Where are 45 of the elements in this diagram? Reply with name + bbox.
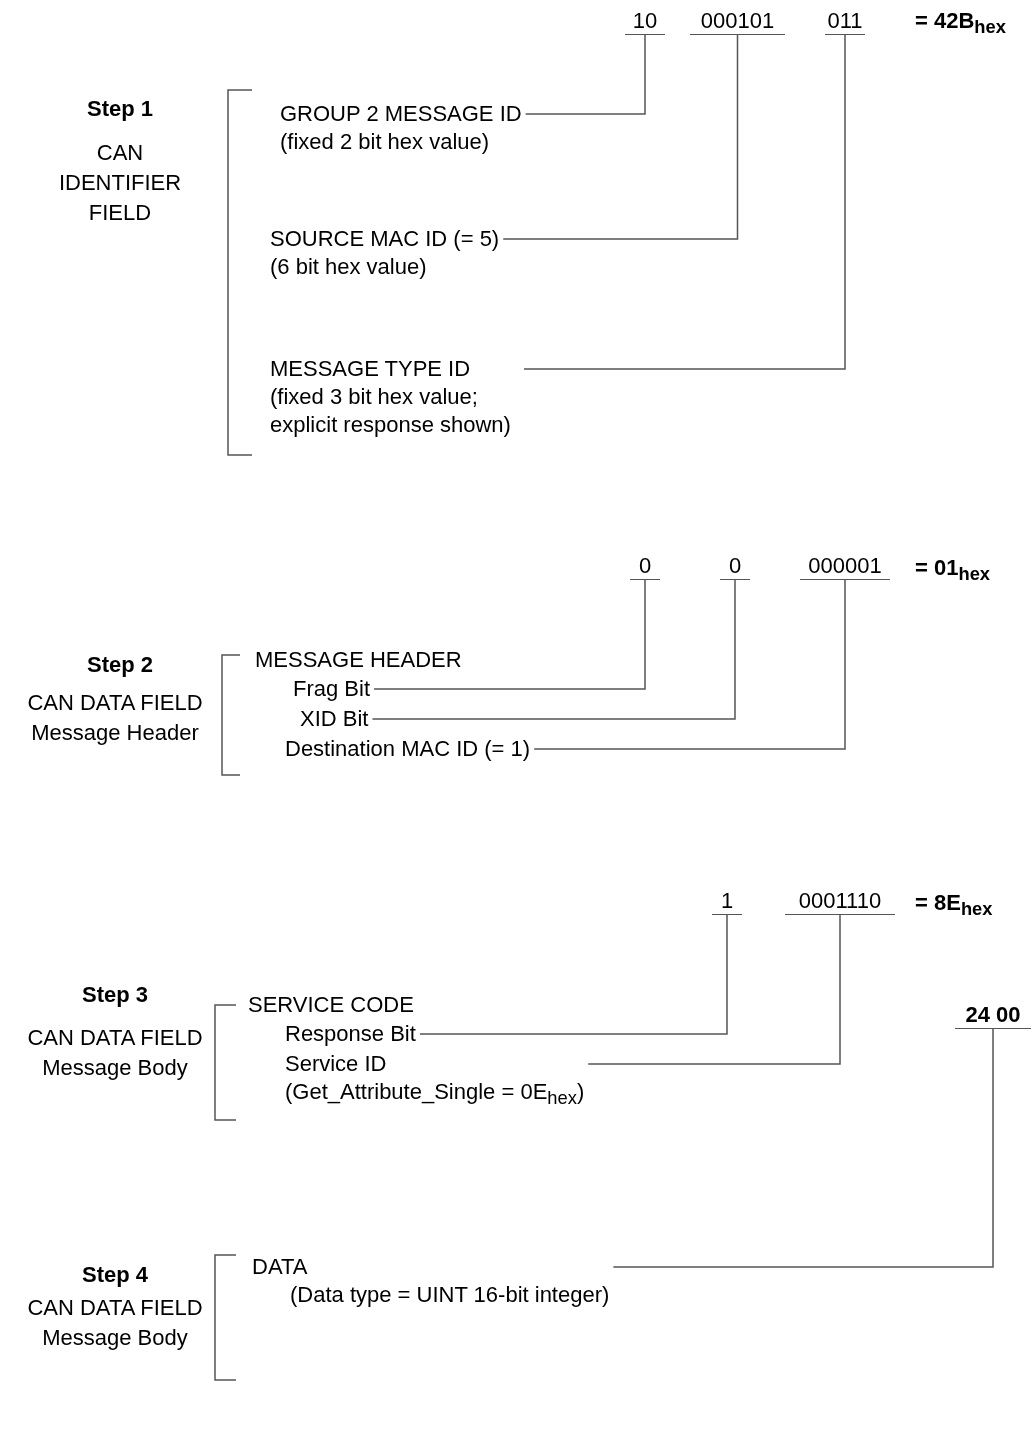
- step-heading: Step 1: [86, 95, 154, 123]
- field-label: Response Bit: [285, 1020, 416, 1048]
- step-heading: Step 4: [81, 1261, 149, 1289]
- bit-value: 24 00: [955, 1002, 1031, 1029]
- leader-line: [502, 34, 739, 240]
- bit-value: 0: [630, 553, 660, 580]
- leader-line: [612, 1028, 994, 1268]
- field-label: GROUP 2 MESSAGE ID: [280, 100, 522, 128]
- field-label: SERVICE CODE: [248, 991, 414, 1019]
- hex-result: = 01$_{hex}$: [915, 554, 991, 587]
- field-label: MESSAGE TYPE ID: [270, 355, 472, 383]
- leader-line: [419, 914, 728, 1035]
- field-description: (fixed 2 bit hex value): [280, 128, 491, 156]
- field-label: XID Bit: [300, 705, 369, 733]
- field-label: CAN IDENTIFIER FIELD: [57, 139, 183, 227]
- hex-result: = 8E$_{hex}$: [915, 889, 993, 922]
- bit-value: 0001110: [785, 888, 895, 915]
- bit-value: 10: [625, 8, 665, 35]
- leader-line: [523, 34, 846, 370]
- leader-line: [524, 34, 646, 115]
- field-label: Frag Bit: [293, 675, 371, 703]
- field-label: MESSAGE HEADER: [255, 646, 462, 674]
- field-label: Destination MAC ID (= 1): [285, 735, 531, 763]
- bit-value: 0: [720, 553, 750, 580]
- field-label: DATA: [252, 1253, 309, 1281]
- step-heading: Step 3: [81, 981, 149, 1009]
- leader-line: [533, 579, 846, 750]
- field-description: (6 bit hex value): [270, 253, 428, 281]
- field-label: CAN DATA FIELD Message Body: [26, 1024, 204, 1082]
- field-description: (fixed 3 bit hex value; explicit response shown): [270, 383, 512, 439]
- bit-value: 000101: [690, 8, 785, 35]
- field-description: (Data type = UINT 16-bit integer): [290, 1281, 610, 1309]
- bit-value: 000001: [800, 553, 890, 580]
- leader-line: [373, 579, 646, 690]
- bit-value: 011: [825, 8, 865, 35]
- field-label: Service ID: [285, 1050, 388, 1078]
- leader-line: [587, 914, 841, 1065]
- field-label: CAN DATA FIELD Message Body: [26, 1294, 204, 1352]
- hex-result: = 42B$_{hex}$: [915, 7, 1006, 40]
- field-label: SOURCE MAC ID (= 5): [270, 225, 500, 253]
- field-description: (Get_Attribute_Single = 0E$_{hex}$): [285, 1078, 585, 1111]
- bit-value: 1: [712, 888, 742, 915]
- leader-line: [371, 579, 736, 720]
- step-heading: Step 2: [86, 651, 154, 679]
- field-label: CAN DATA FIELD Message Header: [26, 689, 204, 747]
